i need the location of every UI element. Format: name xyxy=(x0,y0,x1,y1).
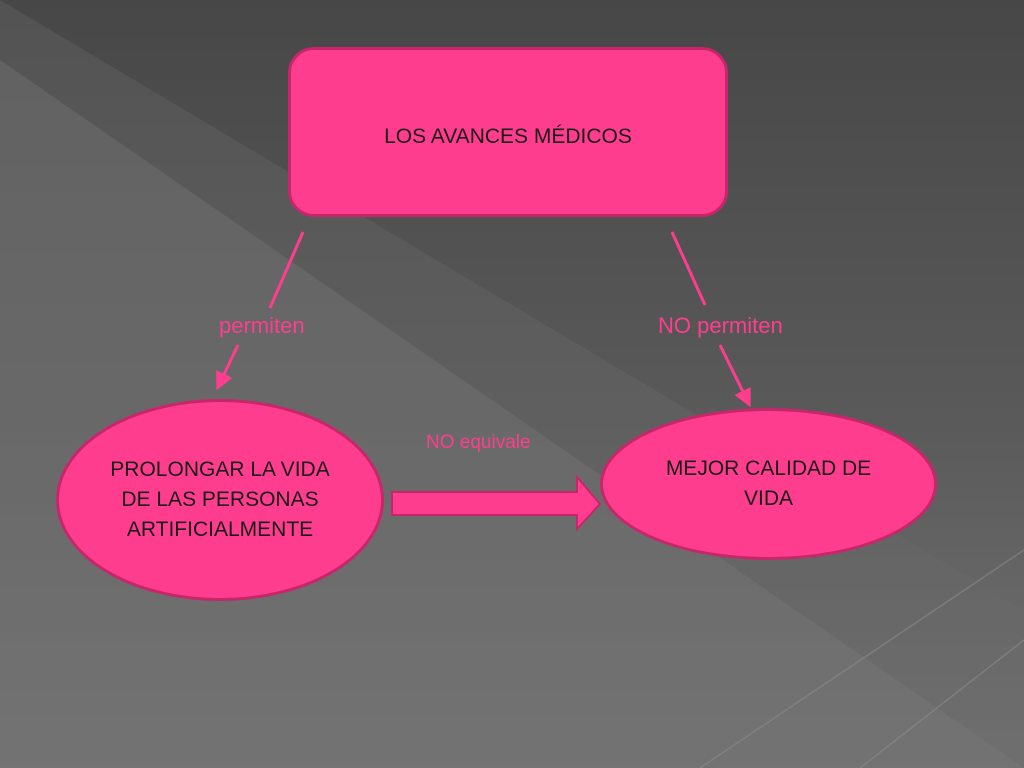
edge-label-permiten: permiten xyxy=(219,313,305,338)
edge-label-no-permiten: NO permiten xyxy=(658,313,783,338)
node-mejor-calidad-de-vida: MEJOR CALIDAD DE VIDA xyxy=(600,408,937,560)
node-los-avances-medicos: LOS AVANCES MÉDICOS xyxy=(288,47,728,217)
node-left-text: PROLONGAR LA VIDA DE LAS PERSONAS ARTIFI… xyxy=(110,458,330,541)
connector-top-to-left-arrow xyxy=(216,344,240,391)
block-arrow-left-to-right xyxy=(391,474,602,532)
background-corner-line xyxy=(699,549,1024,768)
node-right-text: MEJOR CALIDAD DE VIDA xyxy=(665,457,872,510)
background-corner-line-2 xyxy=(859,639,1024,768)
node-top-text: LOS AVANCES MÉDICOS xyxy=(384,125,632,148)
connector-top-to-right-arrow xyxy=(718,344,751,408)
connector-top-to-left-upper xyxy=(268,231,305,309)
edge-label-no-equivale: NO equivale xyxy=(426,432,531,453)
connector-top-to-right-upper xyxy=(670,231,707,306)
node-prolongar-la-vida: PROLONGAR LA VIDA DE LAS PERSONAS ARTIFI… xyxy=(56,399,384,601)
